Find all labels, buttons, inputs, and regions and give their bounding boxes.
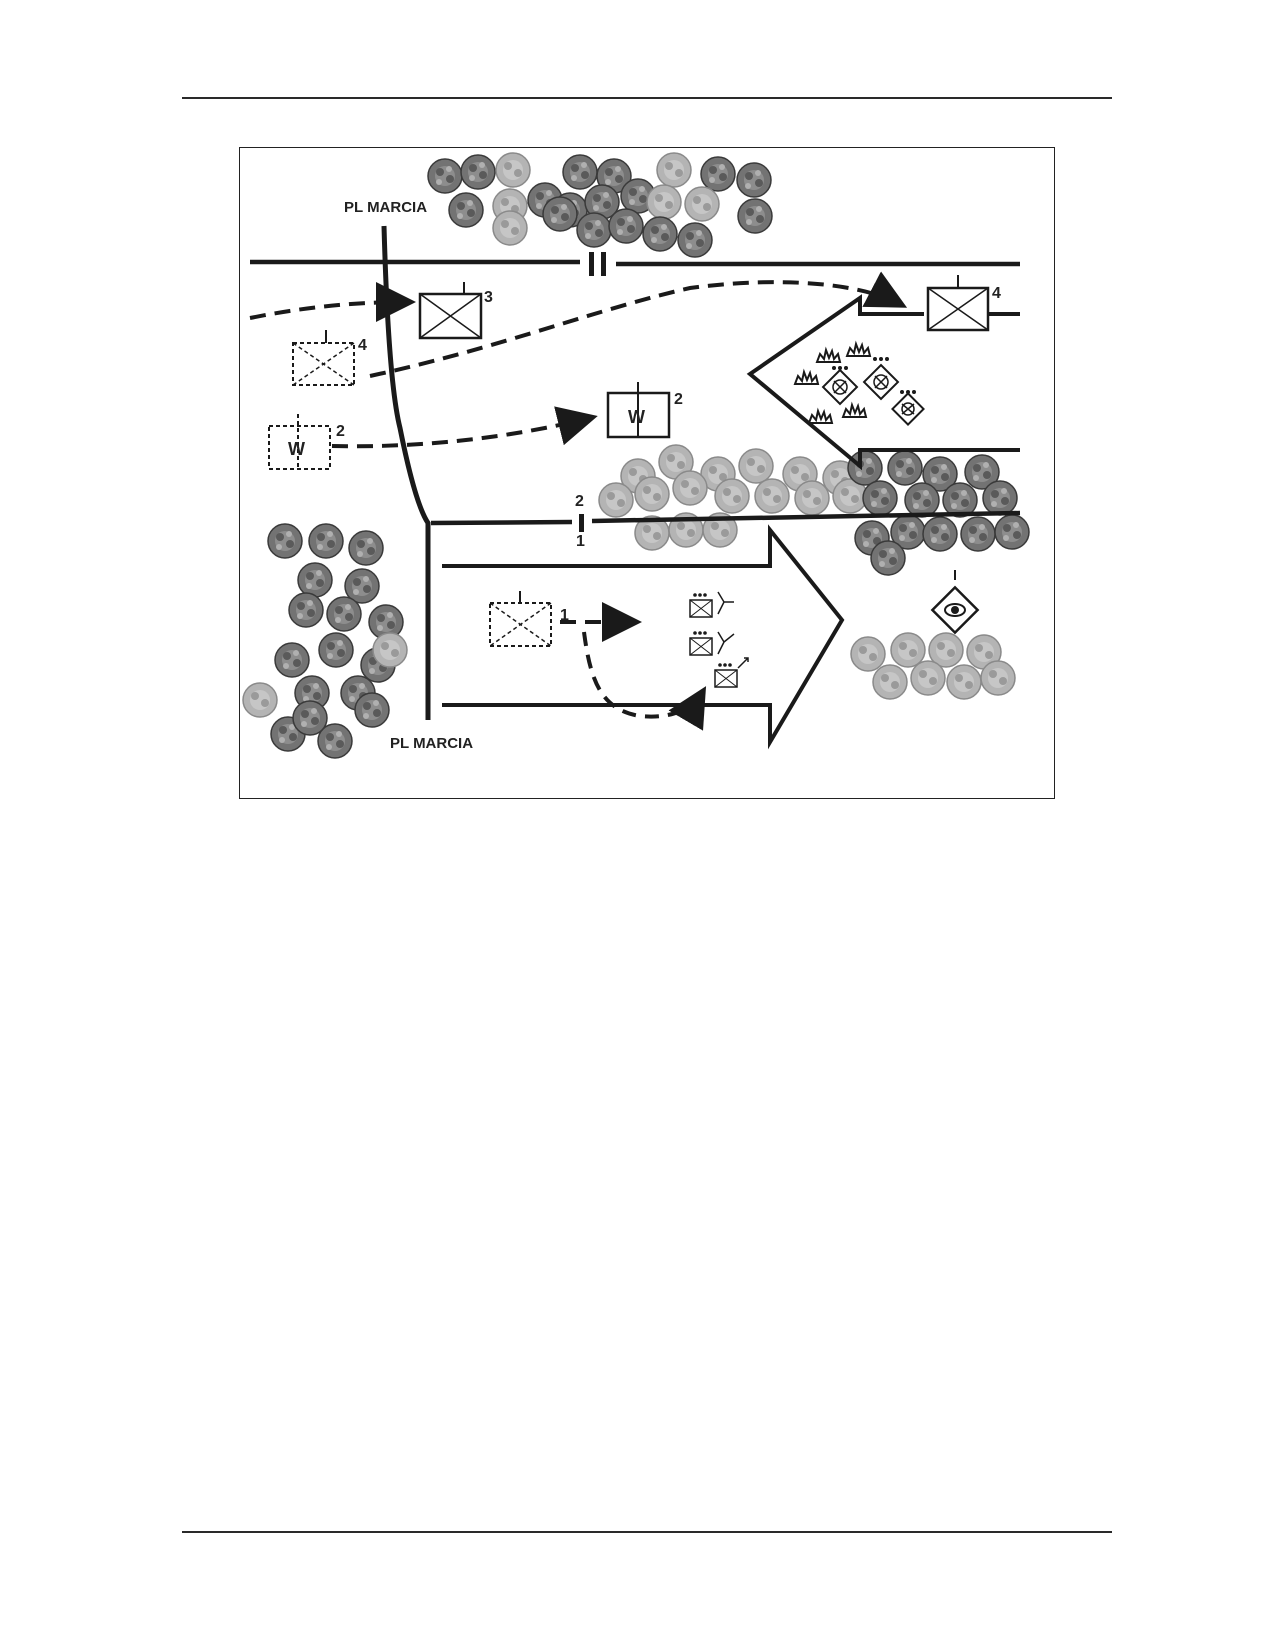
boundary-upper-number: 2 <box>575 493 584 510</box>
woods-central <box>598 444 868 551</box>
unit-4-previous: 4 <box>292 330 367 386</box>
fire-burst-icon <box>794 371 819 385</box>
unit-3-number: 3 <box>484 289 493 306</box>
woods-west <box>242 523 408 759</box>
observation-post-icon <box>930 570 980 635</box>
fire-burst-icon <box>842 404 867 418</box>
fire-burst-icon <box>816 349 841 363</box>
squad-1 <box>689 591 734 618</box>
unit-1-number: 1 <box>560 607 569 624</box>
unit-2-current-number: 2 <box>674 391 683 408</box>
unit-1-route-hook <box>582 631 707 731</box>
boundary-center: 2 1 <box>430 493 1021 550</box>
boundary-lower-number: 1 <box>576 533 585 550</box>
phase-line-top-label: PL MARCIA <box>344 199 427 216</box>
enemy-unit-1 <box>821 366 859 406</box>
enemy-counterattack-arrow <box>746 294 1020 471</box>
enemy-positions <box>794 343 925 426</box>
squad-3 <box>714 657 749 688</box>
unit-2-current: W 2 <box>606 382 683 439</box>
unit-4-previous-number: 4 <box>358 337 367 354</box>
squad-2 <box>689 631 735 656</box>
unit-4-objective: 4 <box>926 275 1001 332</box>
enemy-unit-2 <box>862 357 900 401</box>
tactical-overlay-figure: 2 1 PL MARCIA PL MARCIA <box>239 147 1055 799</box>
unit-2-route <box>331 406 598 449</box>
footer-rule <box>182 1531 1112 1533</box>
unit-2-previous-number: 2 <box>336 423 345 440</box>
enemy-unit-3 <box>891 390 925 426</box>
unit-3-route <box>249 282 416 323</box>
header-rule <box>182 97 1112 99</box>
woods-southeast <box>850 632 1016 700</box>
unit-2-previous-letter: W <box>288 439 305 459</box>
movement-arrows <box>249 271 908 731</box>
squad-positions <box>689 591 749 688</box>
main-attack-arrow <box>442 524 845 750</box>
unit-2-previous: W 2 <box>268 414 345 470</box>
unit-4-objective-number: 4 <box>992 285 1001 302</box>
fire-burst-icon <box>846 343 871 357</box>
woods-north <box>427 152 773 258</box>
boundary-north <box>250 252 1020 276</box>
unit-3-current: 3 <box>418 282 493 340</box>
unit-2-current-letter: W <box>628 407 645 427</box>
unit-1-previous: 1 <box>489 591 569 647</box>
unit-4-route <box>369 271 908 378</box>
fire-burst-icon <box>808 410 833 424</box>
tactical-overlay-svg: 2 1 PL MARCIA PL MARCIA <box>242 152 1030 759</box>
phase-line-bottom-label: PL MARCIA <box>390 735 473 752</box>
